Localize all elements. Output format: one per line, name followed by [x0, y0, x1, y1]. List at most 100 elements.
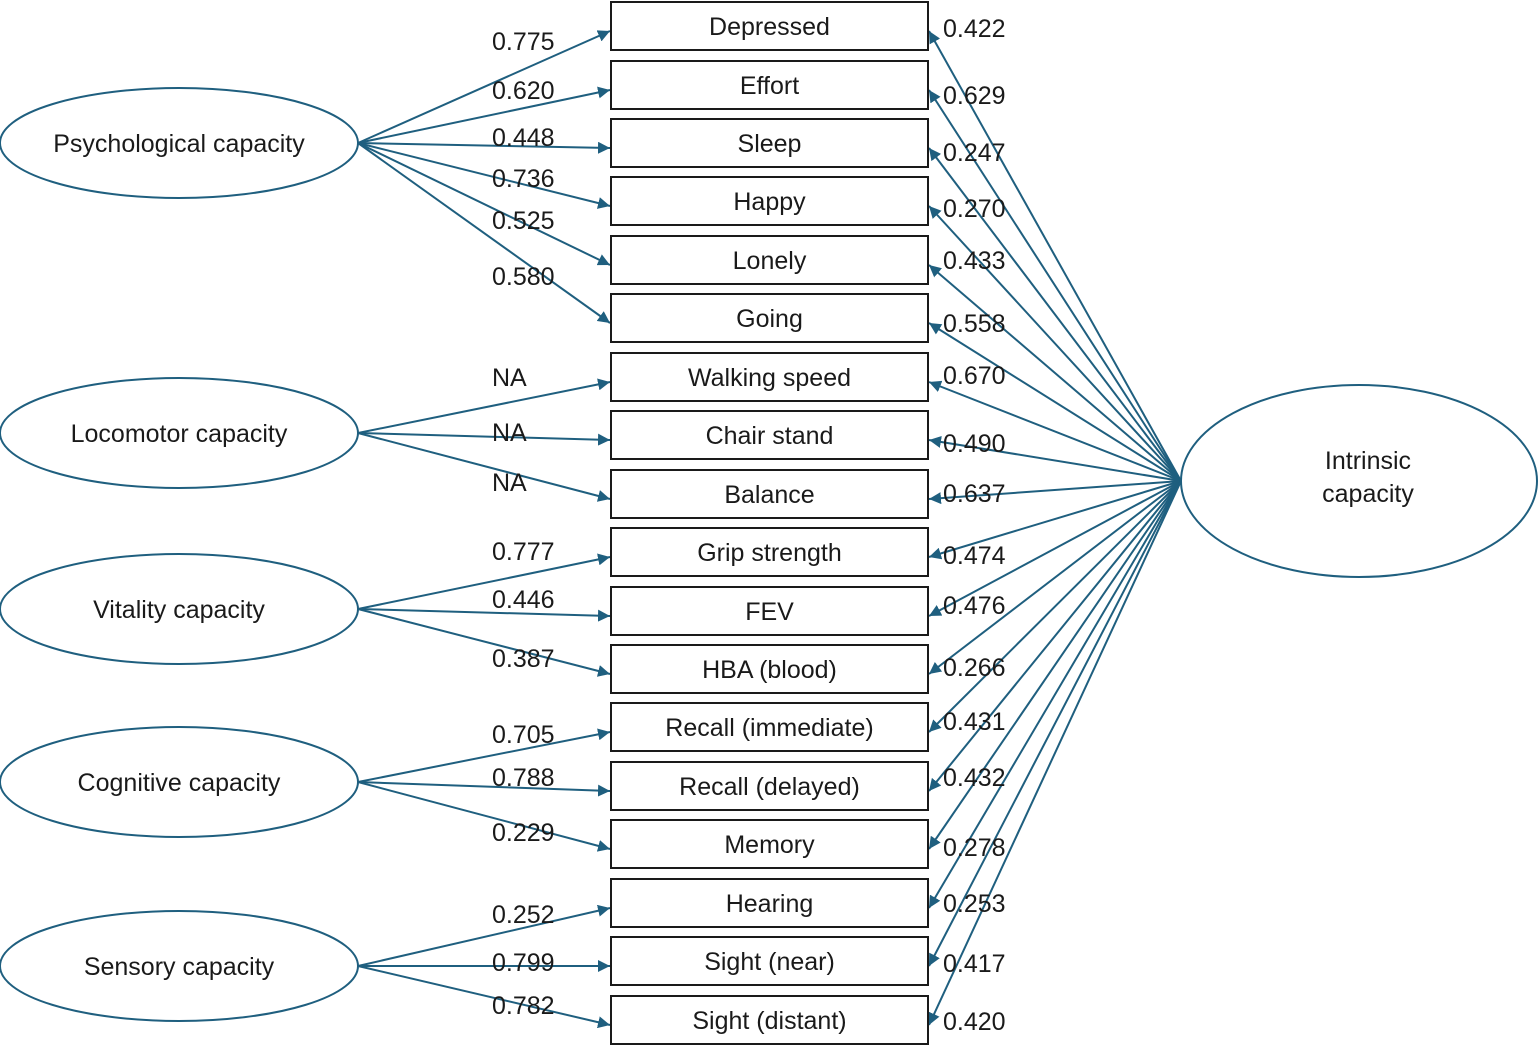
intrinsic-loading-label: 0.476 — [943, 592, 1006, 620]
edge-locomotor-capacity-to-balance — [357, 432, 611, 502]
intrinsic-loading-label: 0.431 — [943, 708, 1006, 736]
indicator-box — [610, 60, 929, 110]
indicator-label: Recall (immediate) — [665, 714, 873, 742]
intrinsic-loading-label: 0.629 — [943, 82, 1006, 110]
factor-loading-label: 0.229 — [492, 819, 555, 847]
edge-sensory-capacity-to-hearing — [357, 904, 611, 967]
factor-label: Psychological capacity — [53, 130, 305, 158]
edge-psychological-capacity-to-effort — [357, 86, 611, 144]
edge-cognitive-capacity-to-recall-immediate — [357, 728, 611, 783]
factor-sensory-capacity: Sensory capacity — [0, 910, 359, 1022]
edge-intrinsic-to-happy — [928, 205, 1182, 482]
edge-vitality-capacity-to-grip-strength — [357, 553, 611, 610]
indicator-label: Walking speed — [688, 364, 851, 392]
factor-loading-label: 0.799 — [492, 949, 555, 977]
indicator-box — [610, 702, 929, 752]
intrinsic-label-line: capacity — [1322, 480, 1414, 508]
edge-psychological-capacity-to-happy — [357, 142, 611, 209]
indicator-fev: FEV — [610, 586, 929, 636]
edge-psychological-capacity-to-depressed — [357, 30, 611, 144]
edge-intrinsic-to-grip-strength — [928, 480, 1182, 560]
factor-loading-label: 0.777 — [492, 538, 555, 566]
edge-intrinsic-to-walking-speed — [928, 380, 1182, 482]
factor-locomotor-capacity: Locomotor capacity — [0, 377, 359, 489]
edge-vitality-capacity-to-hba-blood — [357, 608, 611, 677]
edge-locomotor-capacity-to-walking-speed — [357, 378, 611, 434]
indicator-going: Going — [610, 293, 929, 343]
factor-ellipse — [0, 910, 359, 1022]
edge-psychological-capacity-to-going — [357, 142, 611, 324]
factor-loading-label: 0.736 — [492, 165, 555, 193]
factor-loading-label: 0.705 — [492, 721, 555, 749]
factor-label: Locomotor capacity — [71, 420, 288, 448]
factor-loading-label: 0.788 — [492, 764, 555, 792]
indicator-balance: Balance — [610, 469, 929, 519]
indicator-box — [610, 936, 929, 986]
indicator-box — [610, 761, 929, 811]
factor-vitality-capacity: Vitality capacity — [0, 553, 359, 665]
factor-label: Cognitive capacity — [78, 769, 281, 797]
indicator-label: Grip strength — [697, 539, 842, 567]
edge-cognitive-capacity-to-recall-delayed — [357, 781, 611, 797]
indicator-recall-immediate: Recall (immediate) — [610, 702, 929, 752]
intrinsic-loading-label: 0.637 — [943, 480, 1006, 508]
intrinsic-loading-label: 0.474 — [943, 542, 1006, 570]
intrinsic-ellipse — [1180, 384, 1538, 578]
indicator-label: Balance — [724, 481, 814, 509]
factor-cognitive-capacity: Cognitive capacity — [0, 726, 359, 838]
indicator-label: Sight (near) — [704, 948, 835, 976]
indicator-recall-delayed: Recall (delayed) — [610, 761, 929, 811]
indicator-hba-blood: HBA (blood) — [610, 644, 929, 694]
edge-intrinsic-to-balance — [928, 480, 1182, 505]
edge-intrinsic-to-hba-blood — [928, 480, 1182, 675]
factor-ellipse — [0, 87, 359, 199]
edge-psychological-capacity-to-lonely — [357, 142, 611, 266]
intrinsic-loading-label: 0.417 — [943, 950, 1006, 978]
intrinsic-loading-label: 0.420 — [943, 1008, 1006, 1036]
edge-intrinsic-to-depressed — [928, 30, 1182, 482]
indicator-label: HBA (blood) — [702, 656, 837, 684]
intrinsic-loading-label: 0.432 — [943, 764, 1006, 792]
edge-intrinsic-to-effort — [928, 89, 1182, 482]
factor-loading-label: 0.387 — [492, 645, 555, 673]
indicator-box — [610, 644, 929, 694]
indicator-box — [610, 878, 929, 928]
factor-loading-label: NA — [492, 419, 527, 447]
edge-sensory-capacity-to-sight-distant — [357, 965, 611, 1029]
intrinsic-loading-label: 0.253 — [943, 890, 1006, 918]
indicator-happy: Happy — [610, 176, 929, 226]
indicator-effort: Effort — [610, 60, 929, 110]
factor-ellipse — [0, 553, 359, 665]
edge-vitality-capacity-to-fev — [357, 608, 611, 622]
edge-intrinsic-to-fev — [928, 480, 1182, 617]
factor-ellipse — [0, 726, 359, 838]
indicator-box — [610, 352, 929, 402]
indicator-label: Effort — [740, 72, 799, 100]
indicator-box — [610, 410, 929, 460]
intrinsic-loading-label: 0.490 — [943, 430, 1006, 458]
factor-label: Vitality capacity — [93, 596, 265, 624]
indicator-sight-distant: Sight (distant) — [610, 995, 929, 1045]
edge-intrinsic-to-recall-delayed — [928, 480, 1182, 792]
indicator-grip-strength: Grip strength — [610, 527, 929, 577]
indicator-box — [610, 469, 929, 519]
factor-loading-label: 0.620 — [492, 77, 555, 105]
edge-intrinsic-to-sight-near — [928, 480, 1182, 967]
edge-layer — [357, 30, 1182, 1029]
indicator-memory: Memory — [610, 819, 929, 869]
edge-locomotor-capacity-to-chair-stand — [357, 432, 611, 446]
indicator-box — [610, 118, 929, 168]
indicator-label: Memory — [724, 831, 815, 859]
indicator-box — [610, 527, 929, 577]
edge-intrinsic-to-going — [928, 322, 1182, 482]
edge-intrinsic-to-lonely — [928, 264, 1182, 482]
intrinsic-loading-label: 0.422 — [943, 15, 1006, 43]
indicator-box — [610, 176, 929, 226]
edge-intrinsic-to-hearing — [928, 480, 1182, 909]
indicator-label: FEV — [745, 598, 794, 626]
factor-label: Sensory capacity — [84, 953, 275, 981]
indicator-box — [610, 819, 929, 869]
intrinsic-loading-label: 0.558 — [943, 310, 1006, 338]
